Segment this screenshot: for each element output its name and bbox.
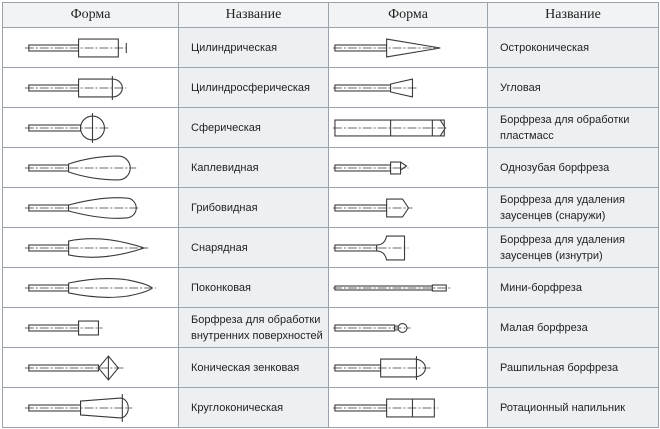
table-row: Круглоконическая Ротационный напильник <box>2 387 659 428</box>
small-burr-icon <box>332 322 411 334</box>
table-row: Снарядная Борфреза для удаления заусенце… <box>2 227 659 268</box>
table-row: Цилиндрическая Остроконическая <box>2 27 659 68</box>
header-shape-left: Форма <box>2 2 179 28</box>
burr-name: Цилиндросферическая <box>191 81 310 94</box>
plastics-burr-icon <box>332 119 449 137</box>
name-cell: Поконковая <box>178 267 329 308</box>
burr-name: Борфреза для удаления заусенцев (снаружи… <box>500 193 625 222</box>
pointed-cone-burr-icon <box>332 38 441 58</box>
header-shape-right: Форма <box>328 2 488 28</box>
name-cell: Круглоконическая <box>178 387 329 428</box>
burr-name: Борфреза для удаления заусенцев (изнутри… <box>500 233 625 262</box>
name-cell: Борфреза для удаления заусенцев (снаружи… <box>487 187 659 228</box>
name-cell: Ротационный напильник <box>487 387 659 428</box>
burr-name: Круглоконическая <box>191 401 284 414</box>
name-cell: Сферическая <box>178 107 329 148</box>
single-flute-burr-icon <box>332 161 409 175</box>
table-row: Коническая зенковая Рашпильная борфреза <box>2 347 659 388</box>
burr-name: Остроконическая <box>500 41 590 54</box>
mini-burr-icon <box>332 284 453 292</box>
burr-name: Грибовидная <box>191 201 258 214</box>
bullet-burr-icon <box>24 238 149 258</box>
shape-cell <box>328 347 488 388</box>
name-cell: Малая борфреза <box>487 307 659 348</box>
burr-name: Поконковая <box>191 281 252 294</box>
teardrop-burr-icon <box>24 155 137 181</box>
table-header-row: Форма Название Форма Название <box>2 2 659 28</box>
shape-cell <box>2 307 179 348</box>
shape-cell <box>328 387 488 428</box>
shape-cell <box>328 307 488 348</box>
table-row: Сферическая Борфреза для обработки пласт… <box>2 107 659 148</box>
burr-name: Борфреза для обработки пластмасс <box>500 113 630 142</box>
rasp-burr-icon <box>332 356 431 380</box>
shape-cell <box>2 227 179 268</box>
burr-name: Малая борфреза <box>500 321 588 334</box>
burr-name: Мини-борфреза <box>500 281 582 294</box>
name-cell: Цилиндрическая <box>178 27 329 68</box>
shape-cell <box>2 67 179 108</box>
name-cell: Рашпильная борфреза <box>487 347 659 388</box>
table-row: Каплевидная Однозубая борфреза <box>2 147 659 188</box>
angle-burr-icon <box>332 78 419 98</box>
name-cell: Борфреза для обработки внутренних поверх… <box>178 307 329 348</box>
name-cell: Коническая зенковая <box>178 347 329 388</box>
internal-surface-burr-icon <box>24 320 103 336</box>
name-cell: Цилиндросферическая <box>178 67 329 108</box>
name-cell: Остроконическая <box>487 27 659 68</box>
header-name-right: Название <box>487 2 659 28</box>
shape-cell <box>328 147 488 188</box>
burr-name: Коническая зенковая <box>191 361 300 374</box>
name-cell: Каплевидная <box>178 147 329 188</box>
shape-cell <box>328 267 488 308</box>
burr-name: Угловая <box>500 81 541 94</box>
burr-name: Однозубая борфреза <box>500 161 610 174</box>
ball-burr-icon <box>24 113 109 143</box>
shape-cell <box>328 227 488 268</box>
table-row: Поконковая Мини-борфреза <box>2 267 659 308</box>
burr-name: Каплевидная <box>191 161 259 174</box>
name-cell: Грибовидная <box>178 187 329 228</box>
table-row: Грибовидная Борфреза для удаления заусен… <box>2 187 659 228</box>
cylindrical-ball-nose-burr-icon <box>24 76 127 100</box>
name-cell: Однозубая борфреза <box>487 147 659 188</box>
name-cell: Угловая <box>487 67 659 108</box>
rotary-file-icon <box>332 398 439 418</box>
flame-burr-icon <box>24 278 157 298</box>
shape-cell <box>328 27 488 68</box>
round-nose-cone-burr-icon <box>24 394 133 422</box>
header-name-left: Название <box>178 2 329 28</box>
shape-cell <box>2 387 179 428</box>
shape-cell <box>328 67 488 108</box>
burr-name: Борфреза для обработки внутренних поверх… <box>191 313 323 342</box>
inner-deburring-burr-icon <box>332 235 409 261</box>
name-cell: Борфреза для удаления заусенцев (изнутри… <box>487 227 659 268</box>
shape-cell <box>2 347 179 388</box>
burr-name: Рашпильная борфреза <box>500 361 619 374</box>
table-row: Цилиндросферическая Угловая <box>2 67 659 108</box>
name-cell: Борфреза для обработки пластмасс <box>487 107 659 148</box>
name-cell: Снарядная <box>178 227 329 268</box>
shape-cell <box>328 187 488 228</box>
shape-cell <box>2 147 179 188</box>
burr-name: Сферическая <box>191 121 261 134</box>
shape-cell <box>2 267 179 308</box>
shape-cell <box>328 107 488 148</box>
countersink-cone-burr-icon <box>24 355 125 381</box>
cylindrical-burr-icon <box>24 38 127 58</box>
mushroom-burr-icon <box>24 197 141 219</box>
shape-cell <box>2 107 179 148</box>
shape-cell <box>2 187 179 228</box>
burr-name: Ротационный напильник <box>500 401 626 414</box>
burr-name: Снарядная <box>191 241 248 254</box>
outer-deburring-burr-icon <box>332 198 413 218</box>
burr-name: Цилиндрическая <box>191 41 278 54</box>
table-row: Борфреза для обработки внутренних поверх… <box>2 307 659 348</box>
name-cell: Мини-борфреза <box>487 267 659 308</box>
shape-cell <box>2 27 179 68</box>
